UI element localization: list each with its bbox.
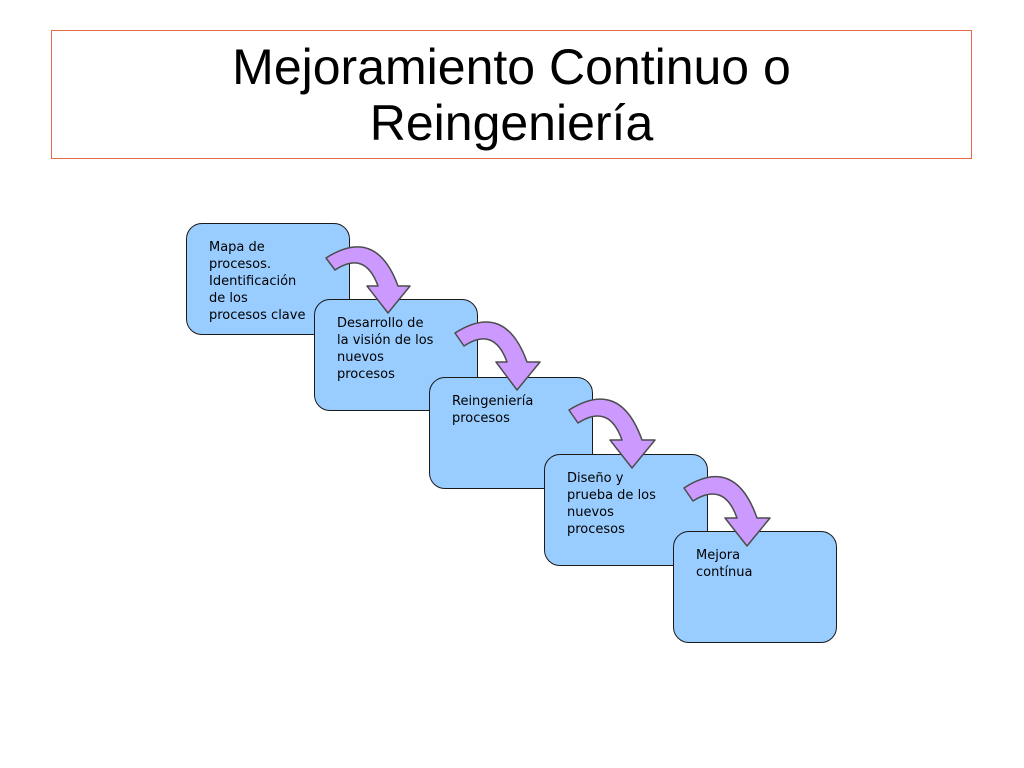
step-label-3: Reingeniería procesos <box>452 394 534 426</box>
step-label-5: Mejora contínua <box>696 548 753 580</box>
step-label-2: Desarrollo de la visión de los nuevos pr… <box>337 316 434 382</box>
step-label-4: Diseño y prueba de los nuevos procesos <box>567 471 656 537</box>
title-line-2: Reingeniería <box>369 94 654 151</box>
title-line-1: Mejoramiento Continuo o <box>232 38 791 95</box>
step-box-5: Mejora contínua <box>673 531 837 643</box>
step-box-1: Mapa de procesos. Identificación de los … <box>186 223 350 335</box>
title-box: Mejoramiento Continuo o Reingeniería <box>51 30 972 159</box>
step-label-1: Mapa de procesos. Identificación de los … <box>209 240 306 323</box>
